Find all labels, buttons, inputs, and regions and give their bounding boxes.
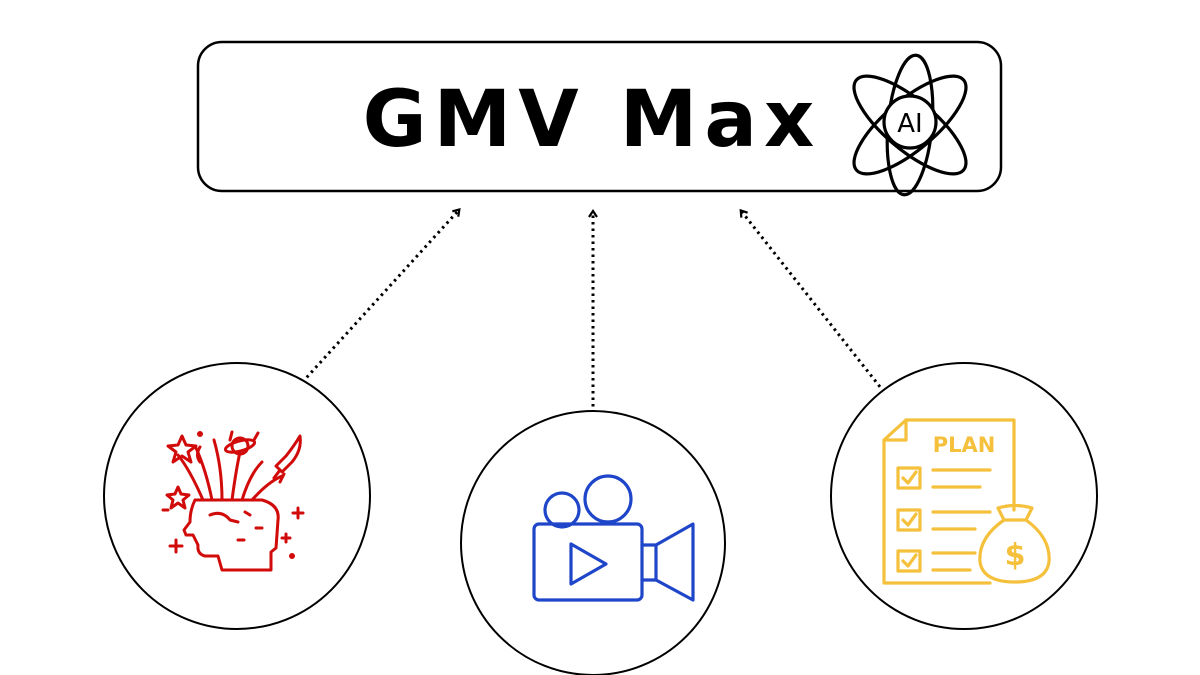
plan-label: PLAN bbox=[933, 433, 996, 457]
connector-right bbox=[739, 208, 890, 398]
atom-ai-icon: AI bbox=[852, 53, 968, 197]
creative-mind-icon bbox=[161, 430, 305, 572]
plan-budget-icon: PLAN $ bbox=[882, 418, 1051, 585]
node-circle-plan bbox=[830, 362, 1098, 630]
dollar-symbol: $ bbox=[1005, 538, 1026, 573]
ai-logo-text: AI bbox=[897, 109, 922, 139]
title-text: GMV Max bbox=[363, 75, 822, 165]
title-box: GMV Max AI bbox=[196, 40, 1003, 197]
connectors bbox=[296, 208, 890, 413]
node-circle-video bbox=[460, 410, 726, 675]
connector-left bbox=[296, 208, 461, 389]
video-camera-icon bbox=[532, 474, 695, 602]
node-circle-creative bbox=[103, 362, 371, 630]
